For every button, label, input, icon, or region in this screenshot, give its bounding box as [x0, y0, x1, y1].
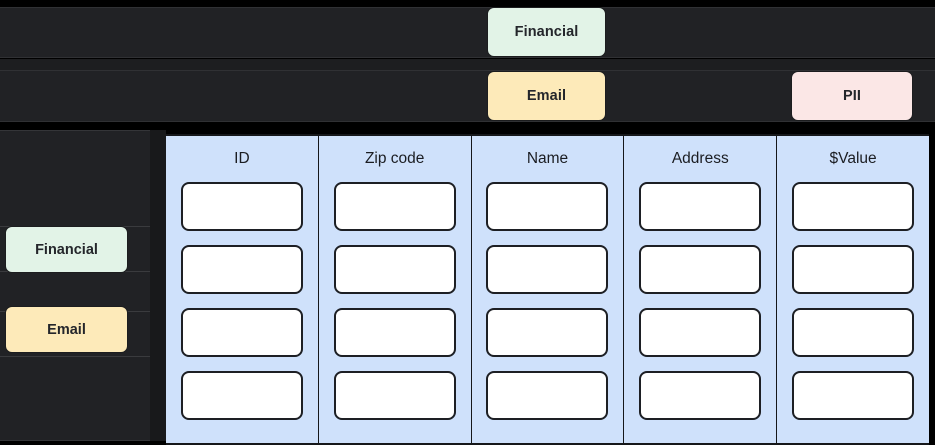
tag-chip-financial[interactable]: Financial [487, 7, 606, 57]
column-cells [777, 182, 929, 443]
table-column-id: ID [166, 136, 319, 443]
table-cell[interactable] [180, 371, 303, 420]
column-cells [319, 182, 471, 443]
table-cell[interactable] [639, 182, 762, 231]
data-table: ID Zip code Name [166, 134, 929, 445]
column-header-name: Name [526, 150, 569, 167]
column-cells [472, 182, 624, 443]
table-column-value: $Value [777, 136, 929, 443]
table-cell[interactable] [639, 308, 762, 357]
table-cell[interactable] [486, 308, 609, 357]
table-cell[interactable] [333, 371, 456, 420]
table-column-address: Address [624, 136, 778, 443]
table-cell[interactable] [333, 308, 456, 357]
table-column-name: Name [471, 136, 625, 443]
tag-chip-email[interactable]: Email [487, 71, 606, 121]
column-header-value: $Value [829, 150, 877, 167]
column-cells [166, 182, 318, 443]
table-cell[interactable] [639, 245, 762, 294]
table-cell[interactable] [639, 371, 762, 420]
table-cell[interactable] [486, 371, 609, 420]
sidebar-table-gutter [150, 130, 166, 441]
table-cell[interactable] [792, 182, 915, 231]
column-cells [624, 182, 776, 443]
table-cell[interactable] [333, 182, 456, 231]
sidebar-panel: Financial Email [0, 130, 150, 441]
sidebar-chip-email[interactable]: Email [5, 306, 128, 353]
table-cell[interactable] [792, 245, 915, 294]
tag-strip-row-2 [0, 70, 935, 122]
column-header-zip-code: Zip code [364, 150, 425, 167]
column-header-address: Address [671, 150, 729, 167]
sidebar-divider [0, 356, 150, 357]
table-cell[interactable] [180, 308, 303, 357]
table-cell[interactable] [180, 245, 303, 294]
table-cell[interactable] [333, 245, 456, 294]
table-column-zip-code: Zip code [318, 136, 472, 443]
lower-region: Financial Email ID Zip code [0, 130, 935, 445]
tag-chip-pii[interactable]: PII [791, 71, 913, 121]
sidebar-chip-financial[interactable]: Financial [5, 226, 128, 273]
table-cell[interactable] [486, 245, 609, 294]
table-cell[interactable] [486, 182, 609, 231]
table-cell[interactable] [792, 371, 915, 420]
tag-strip-row-1 [0, 7, 935, 58]
column-header-id: ID [234, 150, 250, 167]
table-cell[interactable] [792, 308, 915, 357]
table-cell[interactable] [180, 182, 303, 231]
tag-strip-divider [0, 59, 935, 70]
